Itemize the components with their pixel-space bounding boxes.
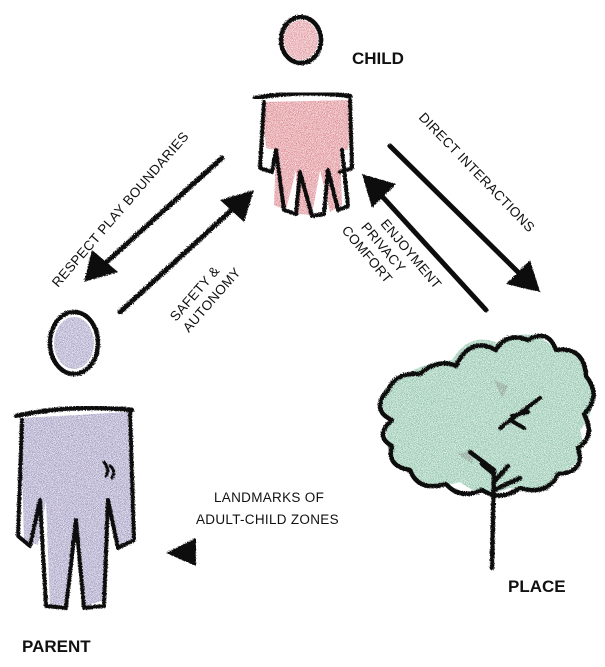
landmarks-label: LANDMARKS OF ADULT-CHILD ZONES	[196, 490, 339, 527]
person-icon	[255, 17, 352, 216]
edge-safety-autonomy: SAFETY & AUTONOMY	[120, 190, 254, 335]
parent-figure: PARENT	[16, 312, 134, 656]
place-label: PLACE	[508, 577, 566, 596]
safety-autonomy-label: SAFETY & AUTONOMY	[167, 254, 244, 336]
landmarks-line-1: LANDMARKS OF	[214, 490, 324, 505]
edge-respect-play-boundaries: RESPECT PLAY BOUNDARIES	[49, 129, 222, 290]
tree-icon	[380, 334, 594, 568]
place-figure: PLACE	[380, 334, 594, 596]
person-icon	[16, 312, 134, 608]
enjoyment-privacy-comfort-label: ENJOYMENT PRIVACY COMFORT	[339, 201, 447, 317]
landmarks-line-2: ADULT-CHILD ZONES	[196, 512, 339, 527]
parent-label: PARENT	[22, 637, 91, 656]
arrow-icon	[166, 538, 402, 566]
child-label: CHILD	[352, 49, 404, 68]
edge-enjoyment-privacy-comfort: ENJOYMENT PRIVACY COMFORT	[339, 174, 486, 317]
direct-interactions-label: DIRECT INTERACTIONS	[416, 110, 538, 235]
edge-landmarks: LANDMARKS OF ADULT-CHILD ZONES	[166, 490, 402, 566]
